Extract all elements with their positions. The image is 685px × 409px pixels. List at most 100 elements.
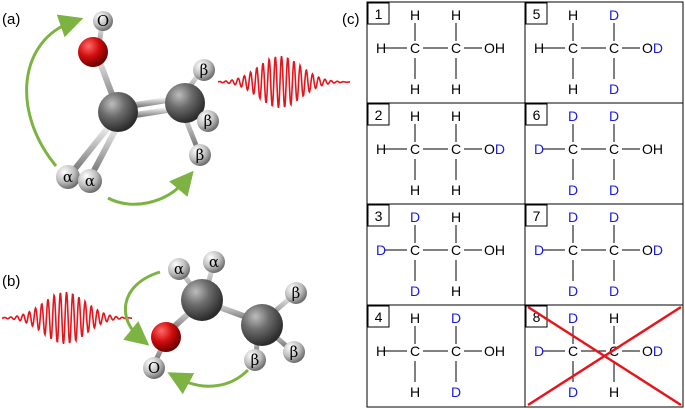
beta-hydrogen-atom <box>197 110 219 132</box>
carbon-atom: C <box>568 343 578 359</box>
carbon-atom: C <box>451 242 461 258</box>
substituent-bottom-1: D <box>568 182 578 198</box>
carbon-atom: C <box>410 40 420 56</box>
substituent-top-1: H <box>410 310 420 326</box>
molecule-a: O β β β α α <box>25 11 350 206</box>
alpha-label: α <box>174 260 184 278</box>
hydroxyl-group: OH <box>484 343 505 359</box>
panel-label-c: (c) <box>342 11 360 28</box>
cross-line <box>527 305 682 407</box>
alpha-label: α <box>209 253 219 271</box>
carbon-atom: C <box>609 40 619 56</box>
isotopologue-grid <box>366 1 684 408</box>
oxygen-label: O <box>148 359 160 377</box>
hydroxyl-deuterium: D <box>653 242 663 258</box>
structure-number: 6 <box>533 107 541 123</box>
number-box <box>367 2 390 25</box>
carbon-atom: C <box>410 141 420 157</box>
substituent-top-2: D <box>451 310 461 326</box>
alpha-carbon-atom <box>181 279 223 321</box>
substituent-top-2: H <box>451 108 461 124</box>
alpha-carbon-atom <box>98 92 138 132</box>
beta-hydrogen-atom <box>244 349 266 371</box>
oxygen-atom <box>151 322 181 352</box>
hydroxyl-group: OH <box>484 242 505 258</box>
structure-number: 5 <box>533 6 541 22</box>
oxygen-atom <box>78 37 108 67</box>
hydroxyl-group: OD <box>642 343 663 359</box>
substituent-top-1: D <box>568 209 578 225</box>
substituent-bottom-2: D <box>451 384 461 400</box>
structure-number: 8 <box>533 309 541 325</box>
carbon-atom: C <box>451 343 461 359</box>
structure-number: 7 <box>533 208 541 224</box>
substituent-top-2: D <box>609 209 619 225</box>
hydroxyl-deuterium: D <box>653 40 663 56</box>
carbon-atom: C <box>568 40 578 56</box>
beta-label: β <box>200 61 209 79</box>
number-box <box>367 204 390 227</box>
beta-hydrogen-atom <box>189 144 211 166</box>
bond <box>87 123 121 180</box>
substituent-top-1: D <box>568 310 578 326</box>
substituent-top-1: H <box>568 7 578 23</box>
carbon-atom: C <box>451 141 461 157</box>
panel-label-b: (b) <box>2 273 20 290</box>
alpha-label: α <box>63 168 73 186</box>
structure-number: 3 <box>375 208 383 224</box>
substituent-bottom-1: H <box>410 384 420 400</box>
substituent-top-2: H <box>451 7 461 23</box>
substituent-bottom-1: H <box>568 81 578 97</box>
substituent-bottom-2: H <box>451 182 461 198</box>
beta-label: β <box>290 343 299 361</box>
substituent-bottom-1: D <box>568 283 578 299</box>
rotation-arrow-b-left <box>123 270 161 346</box>
rotation-arrow-b-bottom <box>167 368 250 395</box>
beta-hydrogen-atom <box>285 282 307 304</box>
carbon-atom: C <box>609 141 619 157</box>
beta-label: β <box>196 146 205 164</box>
alpha-hydrogen-atom <box>78 169 102 193</box>
substituent-top-2: D <box>609 108 619 124</box>
substituent-bottom-2: D <box>609 182 619 198</box>
alpha-hydrogen-atom <box>56 165 80 189</box>
substituent-bottom-2: H <box>451 81 461 97</box>
rotation-arrow-a-right <box>107 170 194 206</box>
bond <box>67 123 113 177</box>
substituent-bottom-1: H <box>410 81 420 97</box>
carbon-atom: C <box>410 242 420 258</box>
number-box <box>525 2 548 25</box>
panel-label-a: (a) <box>2 11 20 28</box>
substituent-bottom-2: H <box>451 283 461 299</box>
hydroxyl-group: OH <box>484 40 505 56</box>
substituent-top-1: D <box>410 209 420 225</box>
substituent-top-2: H <box>451 209 461 225</box>
substituent-top-2: H <box>609 310 619 326</box>
beta-label: β <box>251 351 260 369</box>
substituent-left: D <box>534 141 544 157</box>
alpha-hydrogen-atom <box>168 258 190 280</box>
number-box <box>367 305 390 328</box>
hydroxyl-deuterium: D <box>653 343 663 359</box>
structure-number: 4 <box>375 309 383 325</box>
substituent-left: H <box>376 141 386 157</box>
alpha-hydrogen-atom <box>203 251 225 273</box>
carbon-atom: C <box>609 242 619 258</box>
substituent-top-1: D <box>568 108 578 124</box>
number-box <box>525 103 548 126</box>
hydroxyl-group: OD <box>484 141 505 157</box>
carbon-atom: C <box>568 242 578 258</box>
number-box <box>525 305 548 328</box>
substituent-left: D <box>534 343 544 359</box>
number-box <box>367 103 390 126</box>
hydroxyl-deuterium: D <box>495 141 505 157</box>
substituent-left: H <box>376 343 386 359</box>
beta-label: β <box>292 284 301 302</box>
